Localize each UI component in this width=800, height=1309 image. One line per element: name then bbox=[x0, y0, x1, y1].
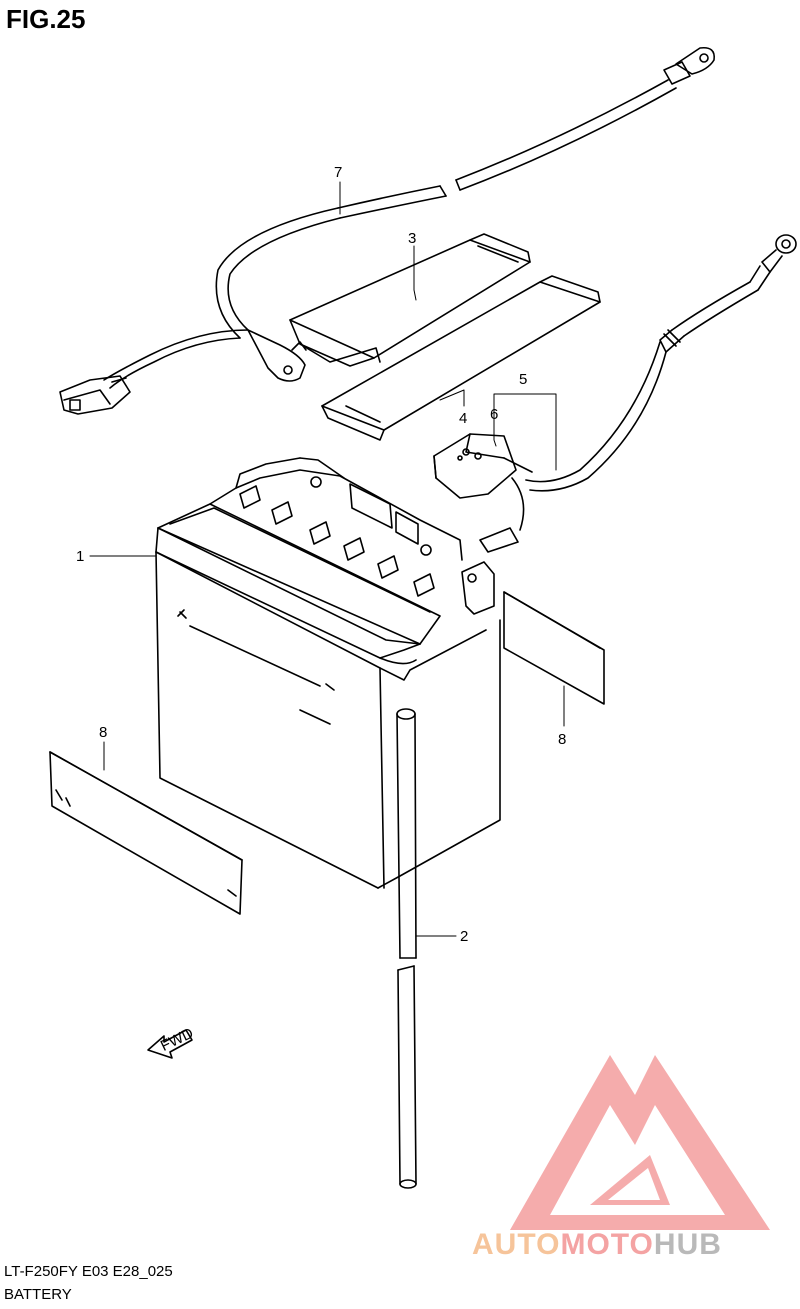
callout-5: 5 bbox=[519, 371, 527, 388]
part-2-breather-tube bbox=[396, 708, 417, 1189]
automotohub-logo bbox=[510, 1055, 770, 1230]
part-1-battery bbox=[155, 457, 501, 889]
callout-8-right: 8 bbox=[558, 731, 566, 748]
fwd-arrow-label: FWD bbox=[158, 1025, 196, 1055]
fwd-arrow: FWD bbox=[147, 1025, 196, 1059]
callout-3: 3 bbox=[408, 230, 416, 247]
callout-6: 6 bbox=[490, 406, 498, 423]
callout-8-left: 8 bbox=[99, 724, 107, 741]
leader-lines bbox=[89, 181, 565, 937]
callout-1: 1 bbox=[76, 548, 84, 565]
part-8-pad-right bbox=[503, 591, 605, 705]
part-8-pad-left bbox=[49, 751, 243, 915]
figure-caption: BATTERY bbox=[4, 1286, 72, 1303]
automotohub-wordmark: AUTOMOTOHUB bbox=[472, 1228, 722, 1262]
figure-title: FIG.25 bbox=[6, 4, 86, 34]
part-5-positive-cable bbox=[525, 234, 797, 492]
wordmark-moto: MOTO bbox=[560, 1228, 654, 1261]
part-7-cable bbox=[59, 46, 716, 415]
part-4-strap bbox=[321, 275, 601, 441]
callout-7: 7 bbox=[334, 164, 342, 181]
part-6-terminal-cover bbox=[433, 433, 533, 553]
part-3-strap bbox=[289, 233, 531, 367]
callout-2: 2 bbox=[460, 928, 468, 945]
drawing-code: LT-F250FY E03 E28_025 bbox=[4, 1263, 173, 1280]
wordmark-auto: AUTO bbox=[472, 1228, 561, 1261]
wordmark-hub: HUB bbox=[653, 1228, 722, 1261]
callout-4: 4 bbox=[459, 410, 467, 427]
